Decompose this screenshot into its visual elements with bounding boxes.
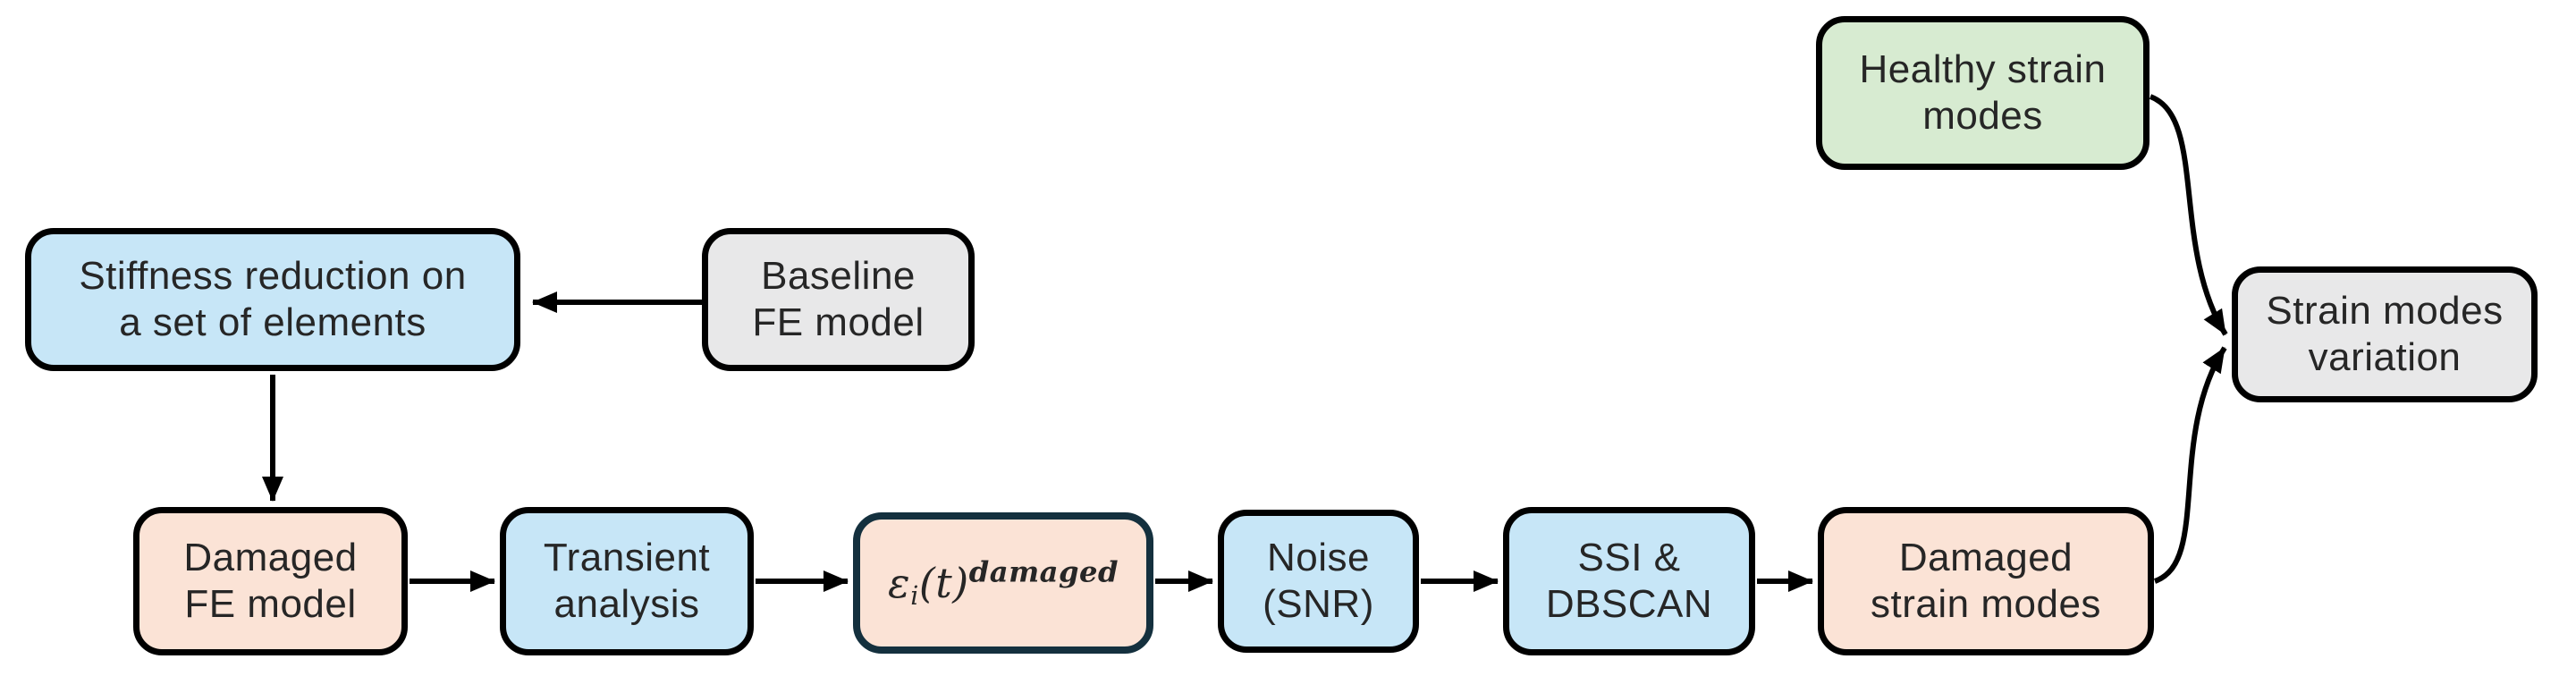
strain-modes-variation-label-line-1: Strain modes bbox=[2266, 289, 2504, 334]
node-damaged-strain-formula: εi(t)damaged bbox=[853, 512, 1153, 654]
stiffness-reduction-label-line-2: a set of elements bbox=[119, 300, 427, 344]
stiffness-reduction-label-line-1: Stiffness reduction on bbox=[79, 254, 467, 299]
noise-snr-label-line-1: Noise bbox=[1267, 536, 1370, 580]
strain-modes-variation-label-line-2: variation bbox=[2308, 335, 2462, 379]
node-stiffness-reduction: Stiffness reduction on a set of elements bbox=[25, 228, 520, 371]
noise-snr-label-line-2: (SNR) bbox=[1263, 582, 1374, 626]
ssi-dbscan-label-line-2: DBSCAN bbox=[1545, 582, 1713, 626]
damaged-strain-modes-label-line-1: Damaged bbox=[1898, 536, 2073, 580]
damaged-strain-formula-text: εi(t)damaged bbox=[888, 554, 1119, 611]
node-strain-modes-variation: Strain modes variation bbox=[2232, 266, 2538, 402]
node-damaged-strain-modes: Damaged strain modes bbox=[1818, 507, 2154, 655]
baseline-fe-model-label-line-2: FE model bbox=[752, 300, 925, 344]
node-transient-analysis: Transient analysis bbox=[500, 507, 754, 655]
arrow-healthy-to-variation bbox=[2149, 94, 2228, 336]
ssi-dbscan-label-line-1: SSI & bbox=[1577, 536, 1681, 580]
baseline-fe-model-label-line-1: Baseline bbox=[761, 254, 916, 299]
healthy-strain-modes-label-line-2: modes bbox=[1922, 94, 2043, 138]
transient-analysis-label-line-2: analysis bbox=[553, 582, 700, 626]
damaged-fe-model-label-line-2: FE model bbox=[184, 582, 357, 626]
node-ssi-dbscan: SSI & DBSCAN bbox=[1503, 507, 1755, 655]
node-damaged-fe-model: Damaged FE model bbox=[133, 507, 408, 655]
damaged-fe-model-label-line-1: Damaged bbox=[183, 536, 358, 580]
damaged-strain-modes-label-line-2: strain modes bbox=[1871, 582, 2101, 626]
node-baseline-fe-model: Baseline FE model bbox=[702, 228, 975, 371]
transient-analysis-label-line-1: Transient bbox=[543, 536, 711, 580]
arrow-damaged-strain-to-variation bbox=[2153, 346, 2227, 584]
node-healthy-strain-modes: Healthy strain modes bbox=[1816, 16, 2149, 170]
healthy-strain-modes-label-line-1: Healthy strain bbox=[1859, 47, 2107, 92]
node-noise-snr: Noise (SNR) bbox=[1218, 510, 1419, 653]
